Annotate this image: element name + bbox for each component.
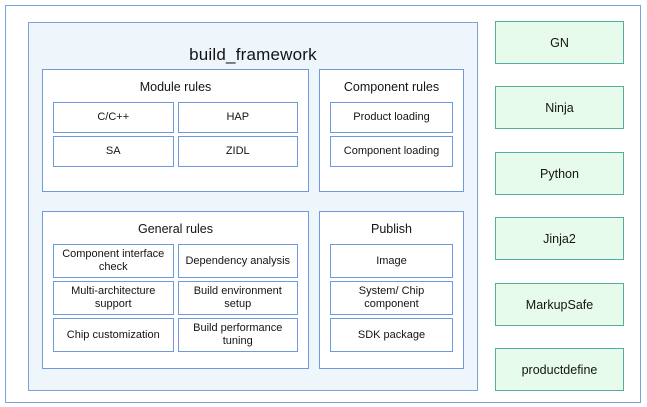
tool-box-markupsafe[interactable]: MarkupSafe [495, 283, 624, 326]
item-zidl[interactable]: ZIDL [177, 136, 298, 167]
tool-box-ninja[interactable]: Ninja [495, 86, 624, 129]
card-component-rules: Component rules Product loading Componen… [319, 69, 464, 192]
item-build-performance-tuning[interactable]: Build performance tuning [177, 318, 298, 352]
card-publish-title: Publish [371, 222, 412, 236]
tool-box-gn[interactable]: GN [495, 21, 624, 64]
item-c-cpp[interactable]: C/C++ [53, 102, 174, 133]
item-dependency-analysis[interactable]: Dependency analysis [177, 244, 298, 278]
outer-frame: build_framework Module rules C/C++ HAP S… [5, 5, 641, 403]
card-publish-items: Image System/ Chip component SDK package [320, 244, 463, 352]
card-general-rules-items: Component interface check Dependency ana… [43, 244, 308, 352]
card-module-rules-title: Module rules [139, 80, 212, 94]
card-general-rules-title: General rules [137, 222, 214, 236]
item-chip-customization[interactable]: Chip customization [53, 318, 174, 352]
item-product-loading[interactable]: Product loading [330, 102, 453, 133]
item-system-chip-component[interactable]: System/ Chip component [330, 281, 453, 315]
card-general-rules: General rules Component interface check … [42, 211, 309, 369]
card-publish: Publish Image System/ Chip component SDK… [319, 211, 464, 369]
item-multi-architecture-support[interactable]: Multi-architecture support [53, 281, 174, 315]
tool-box-jinja2[interactable]: Jinja2 [495, 217, 624, 260]
card-module-rules-items: C/C++ HAP SA ZIDL [43, 102, 308, 167]
item-build-environment-setup[interactable]: Build environment setup [177, 281, 298, 315]
build-framework-title: build_framework [189, 45, 317, 64]
card-component-rules-items: Product loading Component loading [320, 102, 463, 167]
item-sa[interactable]: SA [53, 136, 174, 167]
tool-box-productdefine[interactable]: productdefine [495, 348, 624, 391]
item-component-interface-check[interactable]: Component interface check [53, 244, 174, 278]
item-sdk-package[interactable]: SDK package [330, 318, 453, 352]
item-image[interactable]: Image [330, 244, 453, 278]
item-component-loading[interactable]: Component loading [330, 136, 453, 167]
card-module-rules: Module rules C/C++ HAP SA ZIDL [42, 69, 309, 192]
item-hap[interactable]: HAP [177, 102, 298, 133]
tool-box-python[interactable]: Python [495, 152, 624, 195]
card-component-rules-title: Component rules [343, 80, 440, 94]
